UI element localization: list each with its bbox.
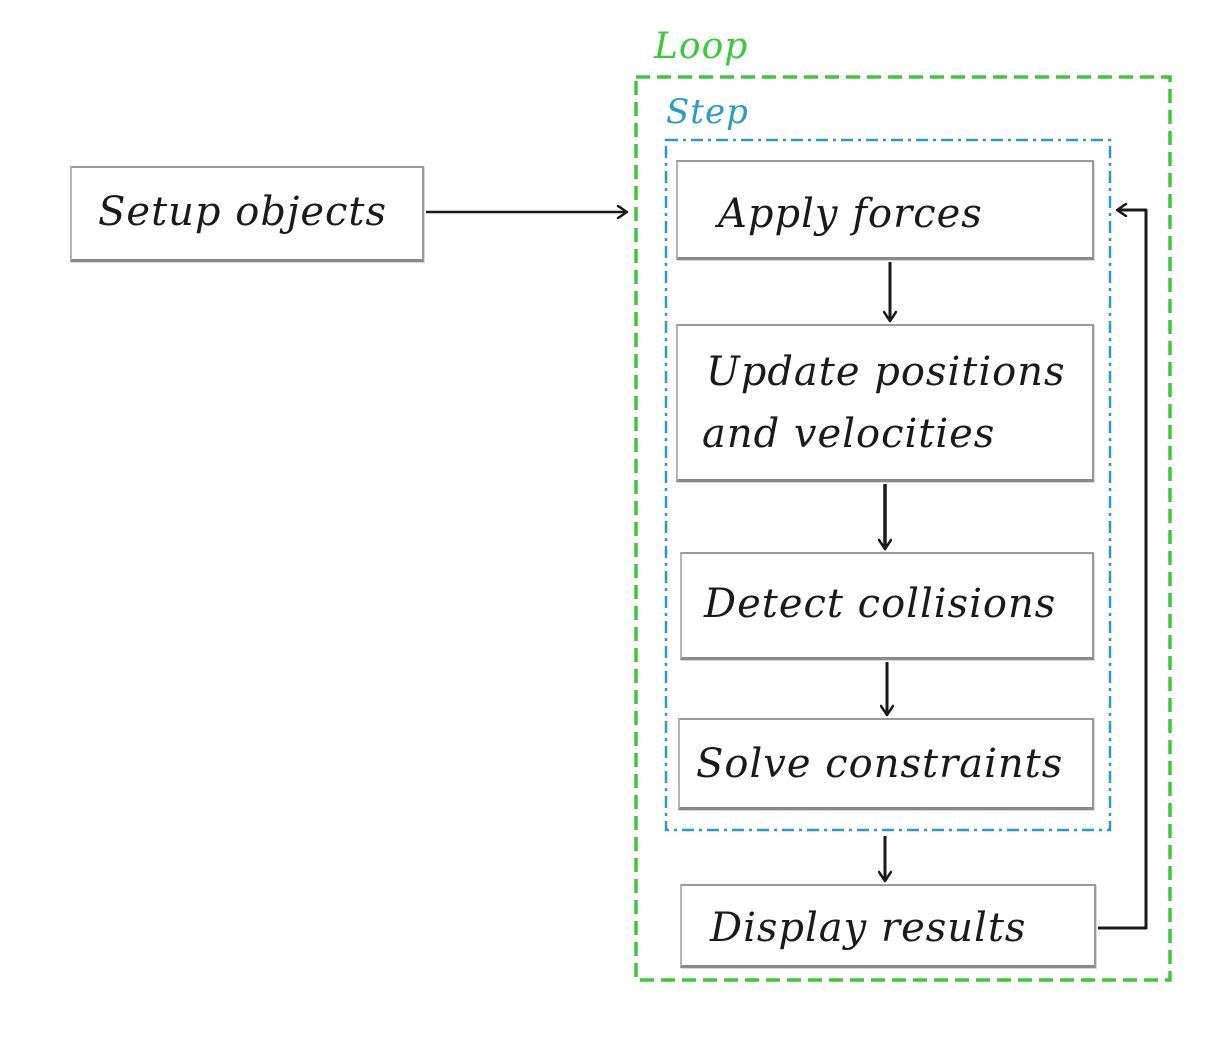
loop-frame [634,75,1172,982]
update-positions-label-line1: Update positions [706,349,1066,395]
arrow-display-loop-back [1098,210,1148,930]
apply-forces-box: Apply forces [676,160,1094,260]
detect-collisions-box: Detect collisions [680,552,1094,660]
update-positions-label-line2: and velocities [702,411,996,457]
loop-label: Loop [654,26,749,67]
display-results-box: Display results [680,884,1096,968]
step-frame [664,138,1112,832]
setup-objects-box: Setup objects [70,166,424,262]
detect-collisions-label: Detect collisions [704,581,1057,627]
solve-constraints-label: Solve constraints [696,741,1064,787]
update-positions-box: Update positions and velocities [676,324,1094,482]
step-label: Step [666,92,749,132]
display-results-label: Display results [710,905,1027,951]
setup-objects-label: Setup objects [98,189,387,235]
solve-constraints-box: Solve constraints [678,718,1094,810]
apply-forces-label: Apply forces [718,191,983,237]
